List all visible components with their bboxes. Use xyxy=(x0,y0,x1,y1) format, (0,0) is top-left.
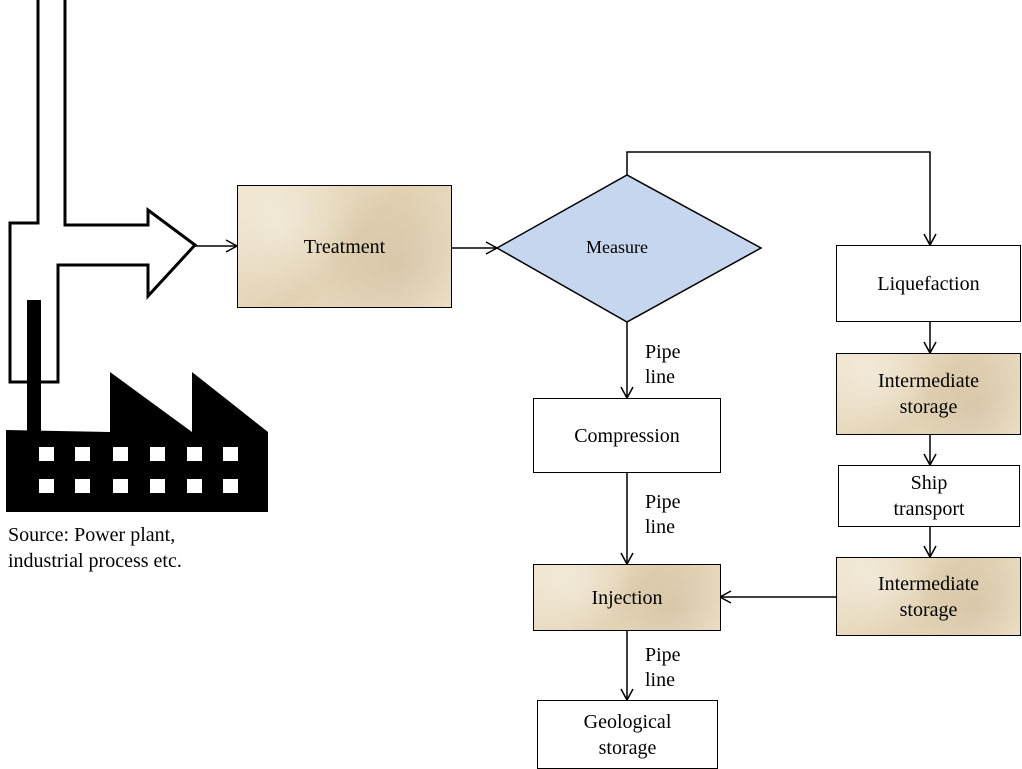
pipe-line-label-3: Pipe line xyxy=(645,644,681,691)
injection-box: Injection xyxy=(533,564,721,631)
measure-diamond xyxy=(495,174,763,323)
intermediate-storage-label-1: Intermediate storage xyxy=(877,370,980,418)
factory-icon xyxy=(6,300,268,512)
chimney-arrow-outline xyxy=(8,0,198,384)
liquefaction-box: Liquefaction xyxy=(836,245,1021,322)
intermediate-storage-box-2: Intermediate storage xyxy=(836,557,1021,636)
pipe-line-label-1: Pipe line xyxy=(645,341,681,388)
injection-label: Injection xyxy=(591,586,663,609)
compression-box: Compression xyxy=(533,398,721,473)
intermediate-storage-label-2: Intermediate storage xyxy=(877,572,980,621)
treatment-box: Treatment xyxy=(237,185,452,308)
ship-transport-box: Ship transport xyxy=(838,465,1020,527)
geological-storage-label: Geological storage xyxy=(583,710,672,759)
geological-storage-box: Geological storage xyxy=(537,700,718,769)
intermediate-storage-box-1: Intermediate storage xyxy=(836,353,1021,435)
treatment-label: Treatment xyxy=(303,235,386,258)
ship-transport-label: Ship transport xyxy=(893,472,965,520)
source-caption: Source: Power plant, industrial process … xyxy=(8,522,298,574)
compression-label: Compression xyxy=(574,424,680,447)
source-caption-line-2: industrial process etc. xyxy=(8,550,182,572)
liquefaction-label: Liquefaction xyxy=(877,272,980,295)
source-caption-line-1: Source: Power plant, xyxy=(8,524,176,546)
measure-label: Measure xyxy=(586,237,648,257)
arrow-measure-to-liquefaction xyxy=(626,151,937,247)
pipe-line-label-2: Pipe line xyxy=(645,491,681,538)
